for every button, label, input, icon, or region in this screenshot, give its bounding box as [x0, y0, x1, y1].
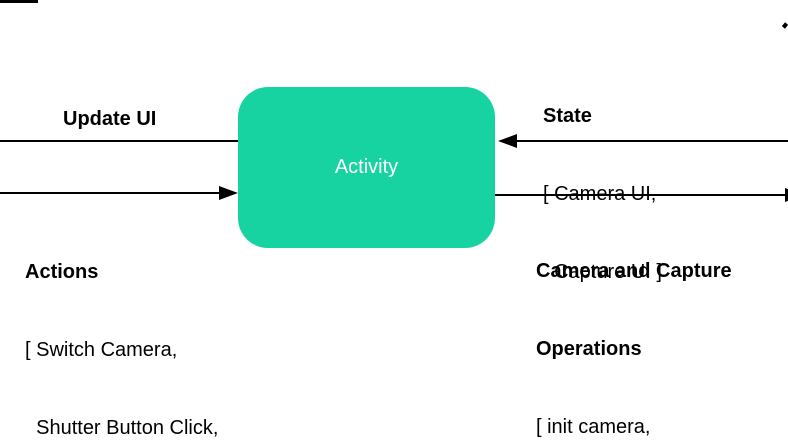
camera-ops-header-line2: Operations: [536, 338, 642, 360]
camera-ops-arrowhead-icon: [785, 188, 788, 202]
camera-ops-item: [ init camera,: [536, 416, 651, 438]
camera-ops-arrow-line: [495, 194, 788, 196]
cropped-edge-bar: [0, 0, 38, 3]
actions-arrow-line: [0, 192, 222, 194]
state-block: State [ Camera UI, Capture UI ]: [543, 51, 662, 337]
actions-header: Actions: [25, 261, 99, 283]
camera-ops-block: Camera and Capture Operations [ init cam…: [536, 206, 732, 444]
state-arrow-line: [515, 140, 788, 142]
actions-item: [ Switch Camera,: [25, 339, 178, 361]
actions-item: Shutter Button Click,: [25, 417, 219, 439]
actions-block: Actions [ Switch Camera, Shutter Button …: [25, 207, 267, 444]
update-ui-arrow-line: [0, 140, 238, 142]
update-ui-label: Update UI: [63, 108, 157, 130]
state-header: State: [543, 105, 592, 127]
state-item: Capture UI ]: [543, 261, 662, 283]
actions-arrowhead-icon: [219, 186, 238, 200]
state-item: [ Camera UI,: [543, 183, 657, 205]
state-arrowhead-icon: [498, 134, 517, 148]
activity-node-label: Activity: [334, 156, 399, 178]
cropped-edge-speck: [781, 22, 788, 29]
camera-ops-header-line1: Camera and Capture: [536, 260, 732, 282]
activity-node: Activity: [238, 87, 495, 248]
